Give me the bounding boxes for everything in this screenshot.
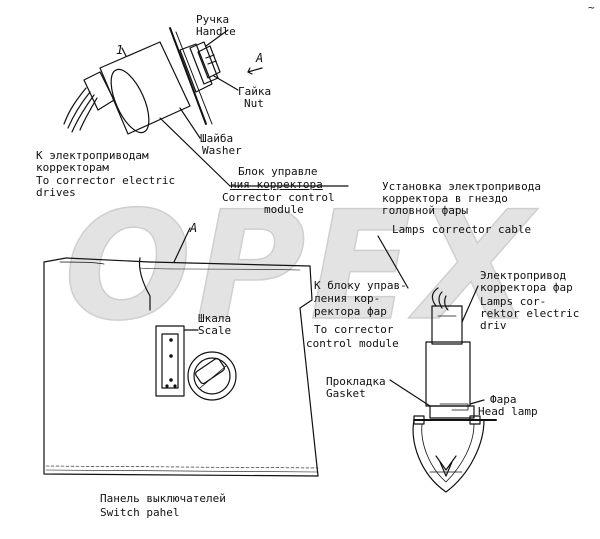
headlamp-label-en: Head lamp — [478, 405, 538, 418]
nut-label-ru: Гайка — [238, 85, 272, 98]
to-drives-ru-2: корректорам — [36, 161, 109, 174]
view-mark-a-left: A — [190, 221, 198, 235]
washer-label-ru: Шайба — [200, 132, 234, 145]
handle-label-en: Handle — [196, 25, 236, 38]
to-module-en-2: control module — [306, 337, 399, 350]
to-module-ru-1: К блоку управ- — [314, 279, 407, 292]
to-drives-en-1: To corrector electric — [36, 174, 176, 187]
to-module-ru-3: ректора фар — [314, 305, 387, 318]
control-module-ru-2: ния корректора — [230, 178, 323, 191]
drive-ru-1: Электропривод — [480, 269, 567, 282]
watermark: OPEX — [63, 179, 538, 355]
handle-label-ru: Ручка — [196, 13, 230, 26]
watermark-text: OPEX — [64, 180, 538, 354]
corner-mark: ~ — [588, 1, 595, 14]
switch-panel-drawing — [43, 227, 319, 477]
install-en: Lamps corrector cable — [392, 223, 532, 236]
control-module-ru-1: Блок управле — [238, 165, 318, 178]
install-ru-3: головной фары — [382, 204, 469, 217]
gasket-label-en: Gasket — [326, 387, 366, 400]
drive-en-1: Lamps cor- — [480, 295, 547, 308]
switch-panel-label-ru: Панель выключателей — [100, 492, 226, 505]
callout-number: 1 — [116, 43, 124, 57]
control-module-en-2: module — [264, 203, 304, 216]
to-drives-ru-1: К электроприводам — [36, 149, 149, 162]
to-drives-en-2: drives — [36, 186, 76, 199]
control-module-drawing — [63, 27, 349, 187]
install-ru-2: корректора в гнездо — [382, 192, 508, 205]
drive-ru-2: корректора фар — [480, 281, 573, 294]
drive-en-3: driv — [480, 319, 507, 332]
washer-label-en: Washer — [202, 144, 242, 157]
control-module-en-1: Corrector control — [222, 191, 335, 204]
scale-label-ru: Шкала — [198, 312, 232, 325]
nut-label-en: Nut — [244, 97, 264, 110]
view-mark-a-top: A — [256, 51, 264, 65]
scale-label-en: Scale — [198, 324, 232, 337]
headlamp-drive-drawing — [377, 235, 497, 493]
drive-en-2: rektor electric — [480, 307, 580, 320]
gasket-label-ru: Прокладка — [326, 375, 386, 388]
switch-panel-label-en: Switch pahel — [100, 506, 180, 519]
to-module-en-1: To corrector — [314, 323, 394, 336]
to-module-ru-2: ления кор- — [314, 292, 381, 305]
headlamp-label-ru: Фара — [490, 393, 517, 406]
install-ru-1: Установка электропривода — [382, 180, 541, 193]
